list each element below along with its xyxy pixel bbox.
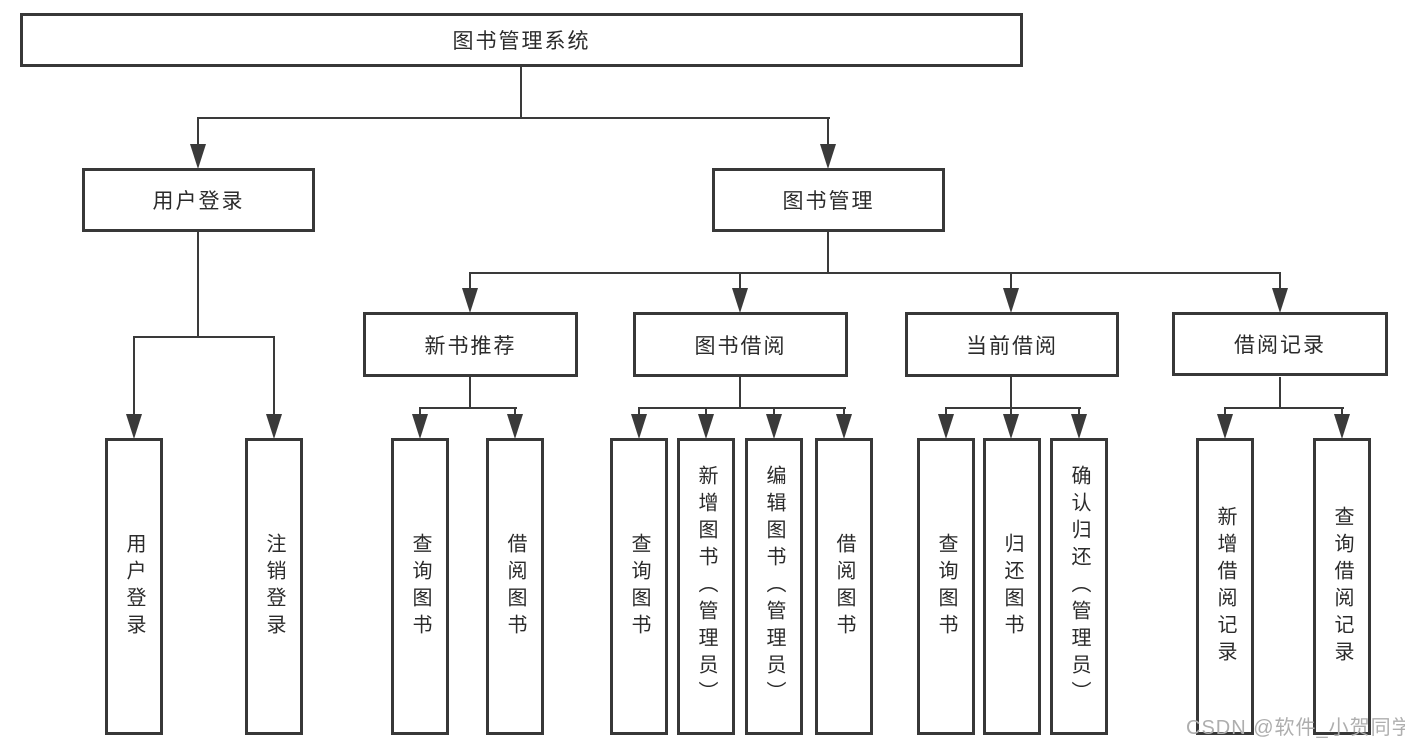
arrow-down-icon [126,414,142,439]
connector-drop-leaf [1224,407,1226,416]
leaf-br-query-record: 查询借阅记录 [1313,438,1371,735]
leaf-rec-query-books: 查询图书 [391,438,449,735]
connector-root-rail [198,117,830,119]
node-book-mgmt-label: 图书管理 [782,190,875,213]
arrow-down-icon [1217,414,1233,439]
connector-drop-current-borrow [1010,272,1012,290]
connector-book-borrow-stub [739,377,741,409]
node-book-borrow: 图书借阅 [633,312,848,377]
arrow-down-icon [266,414,282,439]
arrow-down-icon [507,414,523,439]
arrow-down-icon [462,288,478,313]
connector-drop-leaf [705,407,707,416]
leaf-cb-confirm-return-admin: 确认归还（管理员） [1050,438,1108,735]
connector-borrow-record-rail [1225,407,1344,409]
leaf-bb-add-books-admin: 新增图书（管理员） [677,438,735,735]
arrow-down-icon [836,414,852,439]
leaf-user-login-label: 用户登录 [123,532,145,641]
connector-drop-leaf [419,407,421,416]
connector-borrow-record-stub [1279,377,1281,409]
node-root: 图书管理系统 [20,13,1023,67]
leaf-cb-query-books-label: 查询图书 [935,532,957,641]
connector-drop-leaf [843,407,845,416]
arrow-down-icon [766,414,782,439]
node-user-login-label: 用户登录 [152,190,245,213]
leaf-rec-borrow-books-label: 借阅图书 [504,532,526,641]
connector-drop-leaf [133,336,135,416]
node-borrow-record-label: 借阅记录 [1234,334,1326,357]
leaf-rec-borrow-books: 借阅图书 [486,438,544,735]
node-current-borrow-label: 当前借阅 [966,334,1058,358]
leaf-rec-query-books-label: 查询图书 [409,532,431,641]
connector-book-mgmt-rail [470,272,1281,274]
connector-current-borrow-stub [1010,377,1012,409]
arrow-down-icon [631,414,647,439]
node-new-book-rec: 新书推荐 [363,312,578,377]
connector-current-borrow-rail [946,407,1081,409]
arrow-down-icon [1071,414,1087,439]
arrow-down-icon [938,414,954,439]
leaf-br-add-record-label: 新增借阅记录 [1214,505,1236,668]
connector-drop-leaf [638,407,640,416]
leaf-br-query-record-label: 查询借阅记录 [1331,505,1353,668]
node-root-label: 图书管理系统 [452,30,591,53]
connector-drop-leaf [945,407,947,416]
connector-user-login-stub [197,232,199,338]
leaf-bb-borrow-books: 借阅图书 [815,438,873,735]
connector-drop-book-mgmt [827,117,829,146]
connector-drop-leaf [773,407,775,416]
leaf-cb-return-books: 归还图书 [983,438,1041,735]
arrow-down-icon [820,144,836,169]
arrow-down-icon [1003,288,1019,313]
leaf-cb-return-books-label: 归还图书 [1001,532,1023,641]
node-new-book-rec-label: 新书推荐 [424,334,517,358]
leaf-user-login: 用户登录 [105,438,163,735]
connector-new-book-rec-stub [469,377,471,409]
connector-book-mgmt-stub [827,232,829,274]
leaf-cb-query-books: 查询图书 [917,438,975,735]
leaf-logout: 注销登录 [245,438,303,735]
node-current-borrow: 当前借阅 [905,312,1119,377]
connector-new-book-rec-rail [419,407,517,409]
connector-root-stub [520,67,522,117]
leaf-logout-label: 注销登录 [263,532,285,641]
connector-book-borrow-rail [638,407,846,409]
arrow-down-icon [190,144,206,169]
connector-drop-leaf [1010,407,1012,416]
arrow-down-icon [1272,288,1288,313]
node-borrow-record: 借阅记录 [1172,312,1388,376]
leaf-cb-confirm-return-admin-label: 确认归还（管理员） [1068,465,1090,708]
connector-drop-borrow-record [1279,272,1281,290]
arrow-down-icon [698,414,714,439]
leaf-br-add-record: 新增借阅记录 [1196,438,1254,735]
connector-drop-user-login [197,117,199,146]
node-user-login: 用户登录 [82,168,315,232]
arrow-down-icon [1334,414,1350,439]
connector-drop-leaf [1341,407,1343,416]
connector-drop-leaf [1078,407,1080,416]
connector-drop-book-borrow [739,272,741,290]
arrow-down-icon [1003,414,1019,439]
csdn-watermark: CSDN @软件_小贺同学 [1186,717,1405,739]
connector-drop-leaf [514,407,516,416]
arrow-down-icon [412,414,428,439]
node-book-borrow-label: 图书借阅 [694,334,787,358]
connector-drop-new-book-rec [469,272,471,290]
connector-user-login-rail [133,336,274,338]
leaf-bb-query-books-label: 查询图书 [628,532,650,641]
connector-drop-leaf [273,336,275,416]
arrow-down-icon [732,288,748,313]
node-book-mgmt: 图书管理 [712,168,945,232]
leaf-bb-add-books-admin-label: 新增图书（管理员） [695,465,717,708]
leaf-bb-query-books: 查询图书 [610,438,668,735]
leaf-bb-edit-books-admin-label: 编辑图书（管理员） [763,465,785,708]
leaf-bb-borrow-books-label: 借阅图书 [833,532,855,641]
leaf-bb-edit-books-admin: 编辑图书（管理员） [745,438,803,735]
